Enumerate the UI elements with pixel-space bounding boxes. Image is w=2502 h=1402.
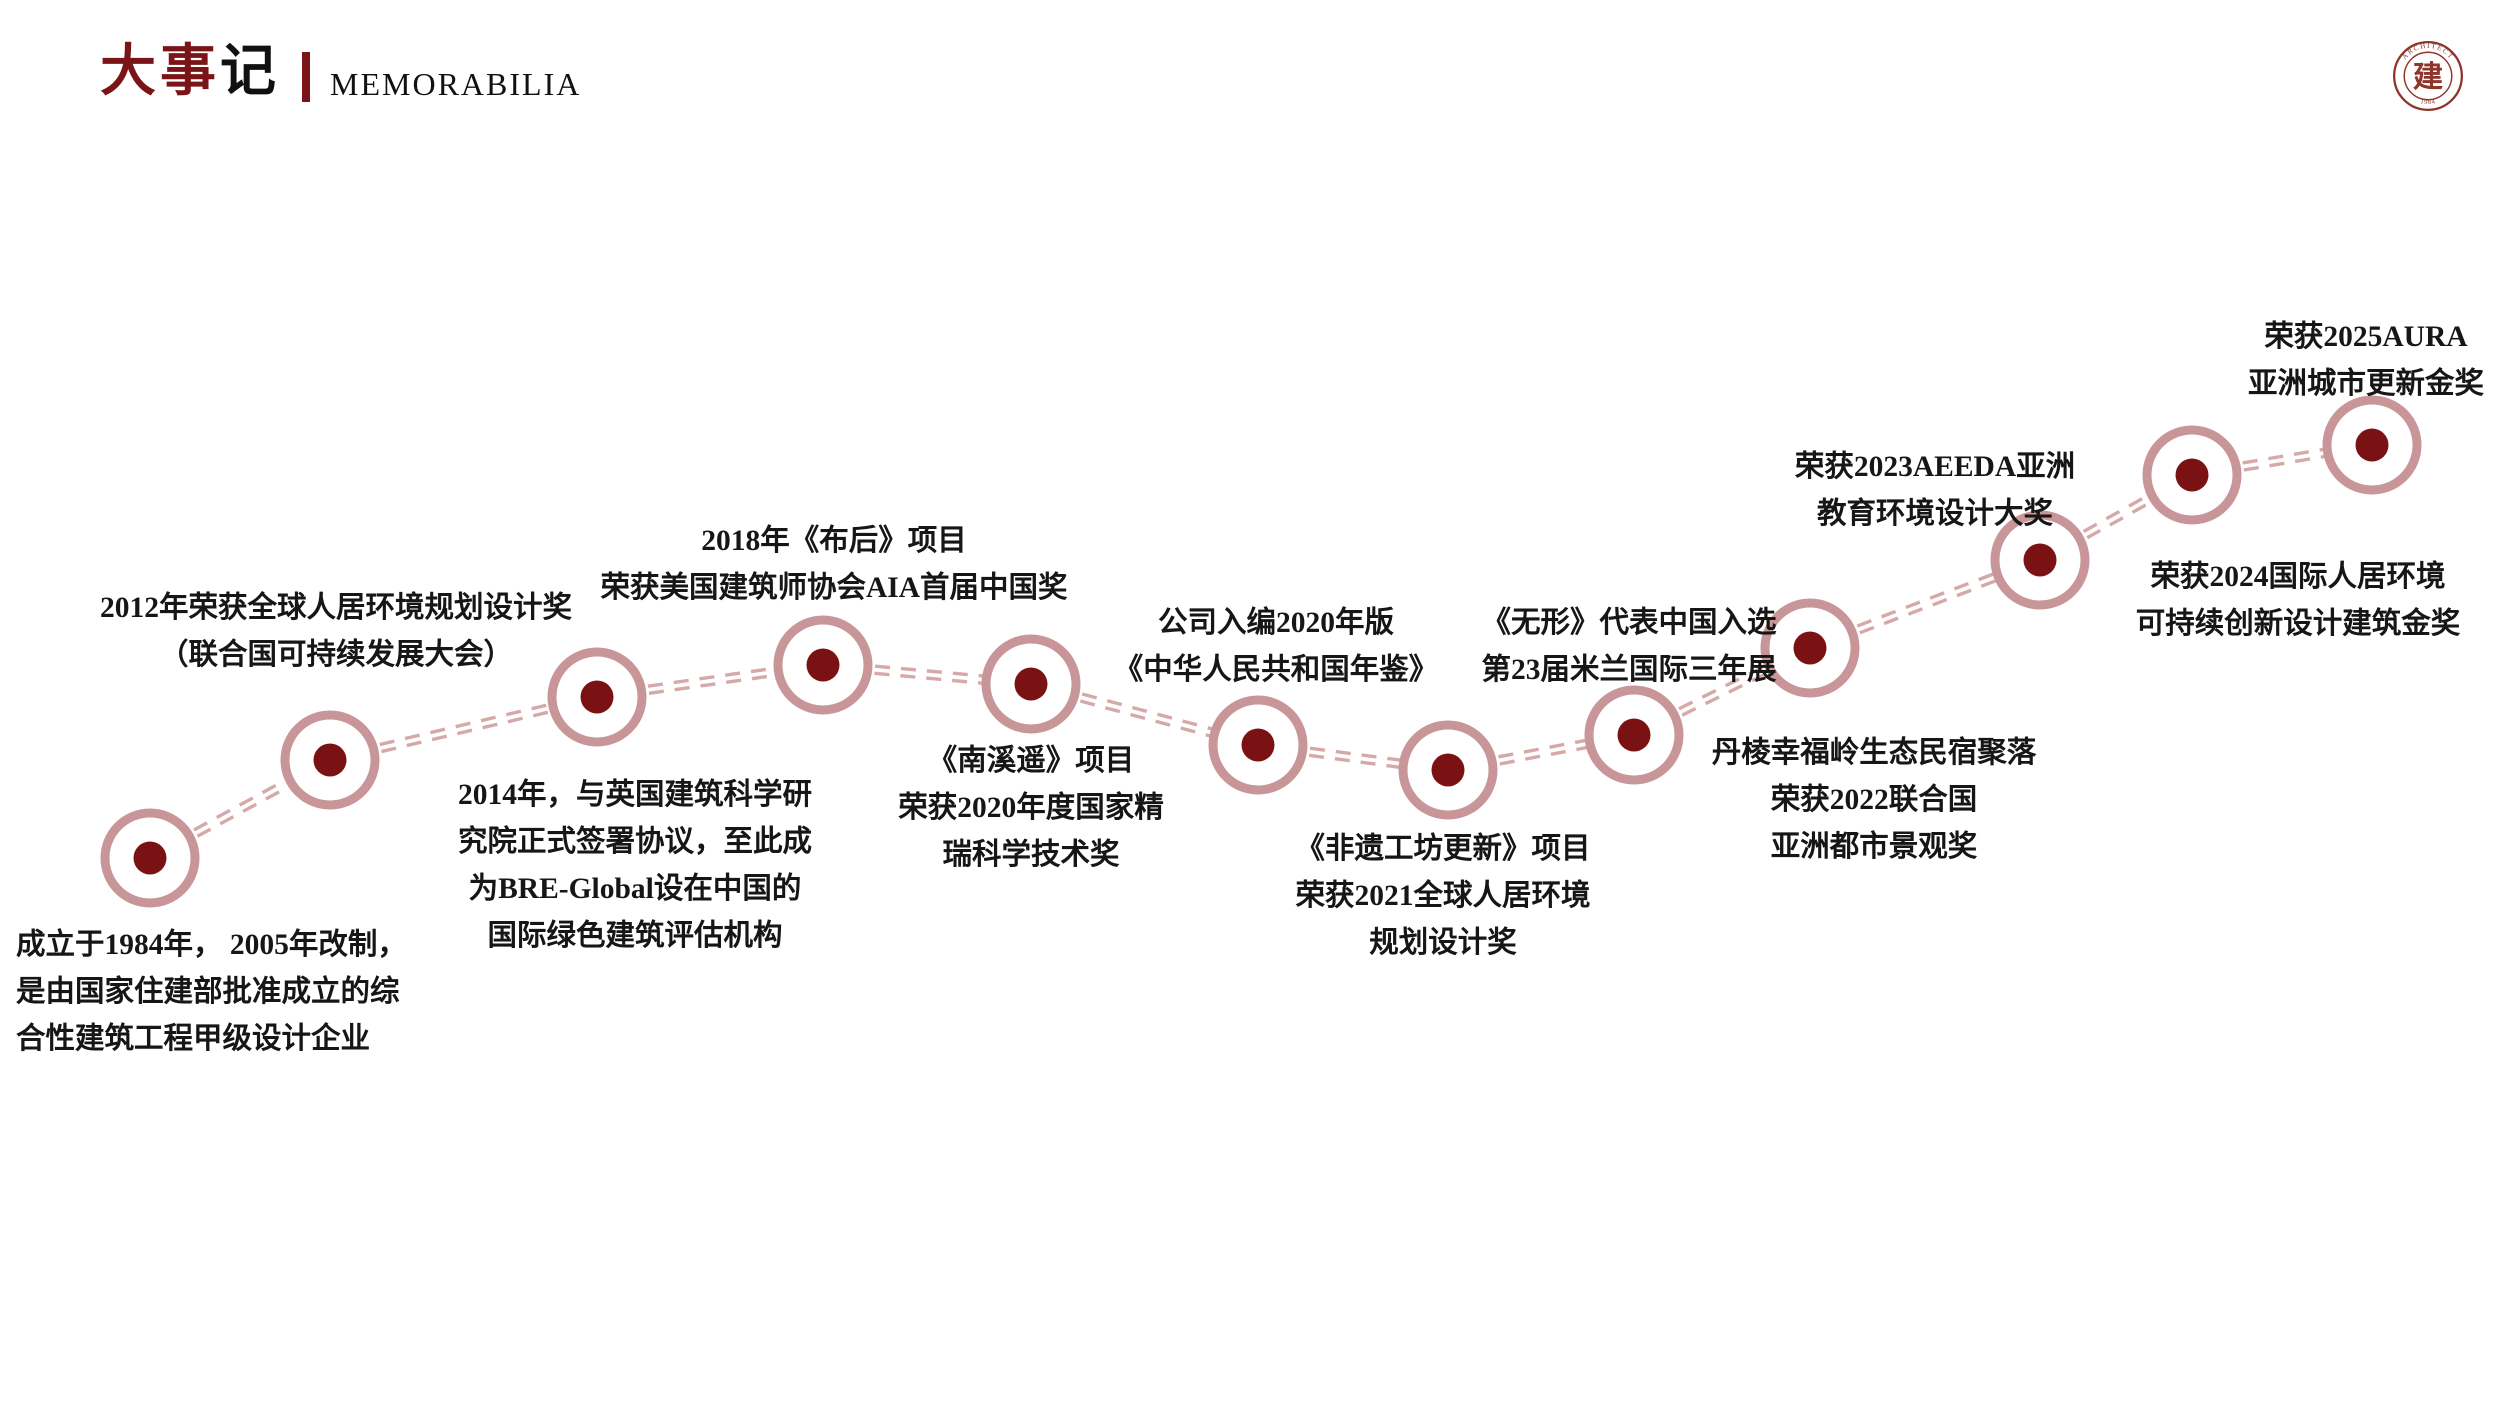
label-line: 亚洲都市景观奖 [1770, 831, 1978, 863]
node-label-12: 荣获2025AURA 亚洲城市更新金奖 [2248, 314, 2484, 408]
page-title: 大事记 [100, 44, 280, 100]
timeline-node-9 [1760, 598, 1860, 698]
timeline-node-10 [1990, 510, 2090, 610]
node-dot [580, 680, 614, 714]
node-dot [1617, 718, 1651, 752]
label-line: 国际绿色建筑评估机构 [487, 920, 783, 952]
label-line: 2018年《布后》项目 [701, 525, 967, 557]
timeline-node-4 [773, 615, 873, 715]
page-title-black: 记 [220, 41, 280, 103]
node-label-4: 2018年《布后》项目荣获美国建筑师协会AIA首届中国奖 [600, 518, 1067, 612]
label-line: 《非遗工坊更新》项目 [1295, 833, 1591, 865]
page-title-red: 大事 [100, 41, 220, 103]
logo-year-text: 1984 [2420, 98, 2437, 106]
timeline-connector [328, 691, 597, 759]
node-label-7: 《非遗工坊更新》项目荣获2021全球人居环境规划设计奖 [1295, 826, 1590, 967]
label-line: 瑞科学技术奖 [942, 839, 1120, 871]
label-line: 是由国家住建部批准成立的综 [16, 976, 400, 1008]
label-line: 规划设计奖 [1369, 927, 1517, 959]
label-line: 2012年荣获全球人居环境规划设计奖 [99, 592, 573, 624]
node-dot [1431, 753, 1465, 787]
node-label-5: 《南溪遥》项目荣获2020年度国家精瑞科学技术奖 [898, 738, 1164, 879]
label-line: 亚洲城市更新金奖 [2247, 368, 2485, 400]
node-label-11: 荣获2024国际人居环境可持续创新设计建筑金奖 [2136, 554, 2461, 648]
label-line: 荣获2023AEEDA亚洲 [1794, 451, 2076, 483]
node-label-9: 丹棱幸福岭生态民宿聚落荣获2022联合国亚洲都市景观奖 [1712, 730, 2037, 871]
node-label-10: 荣获2023AEEDA亚洲教育环境设计大奖 [1795, 444, 2075, 538]
label-line: 2014年，与英国建筑科学研 [457, 779, 813, 811]
label-line: 《无形》代表中国入选 [1481, 607, 1777, 639]
label-line: 《南溪遥》项目 [927, 745, 1135, 777]
node-dot [2355, 428, 2389, 462]
node-label-6: 公司入编2020年版《中华人民共和国年鉴》 [1114, 600, 1439, 694]
node-dot [1241, 728, 1275, 762]
label-line: 荣获2021全球人居环境 [1295, 880, 1591, 912]
label-line: 《中华人民共和国年鉴》 [1113, 654, 1439, 686]
node-label-3: 2014年，与英国建筑科学研究院正式签署协议，至此成为BRE-Global设在中… [458, 772, 812, 960]
label-line: 合性建筑工程甲级设计企业 [16, 1023, 371, 1055]
label-line: 丹棱幸福岭生态民宿聚落 [1711, 737, 2037, 769]
title-divider [302, 52, 310, 102]
label-line: 荣获2022联合国 [1770, 784, 1978, 816]
node-dot [2023, 543, 2057, 577]
label-line: 荣获美国建筑师协会AIA首届中国奖 [600, 572, 1068, 604]
node-dot [1014, 667, 1048, 701]
page-subtitle: MEMORABILIA [330, 66, 582, 102]
label-line: 荣获2024国际人居环境 [2150, 561, 2446, 593]
timeline-node-7 [1398, 720, 1498, 820]
label-line: 荣获2025AURA [2264, 321, 2468, 353]
timeline-node-6 [1208, 695, 1308, 795]
node-label-8: 《无形》代表中国入选第23届米兰国际三年展 [1481, 600, 1776, 694]
timeline-connector [330, 698, 599, 766]
timeline-node-8 [1584, 685, 1684, 785]
node-dot [1793, 631, 1827, 665]
label-line: 究院正式签署协议，至此成 [457, 826, 813, 858]
timeline-node-2 [280, 710, 380, 810]
label-line: 公司入编2020年版 [1157, 607, 1395, 639]
timeline-node-12 [2322, 395, 2422, 495]
timeline-node-3 [547, 647, 647, 747]
timeline-node-1 [100, 808, 200, 908]
node-dot [133, 841, 167, 875]
node-label-2: 2012年荣获全球人居环境规划设计奖 （联合国可持续发展大会） [100, 585, 572, 679]
logo-inner-ring [2403, 51, 2453, 101]
node-dot [806, 648, 840, 682]
label-line: 为BRE-Global设在中国的 [468, 873, 802, 905]
label-line: 可持续创新设计建筑金奖 [2135, 608, 2461, 640]
timeline-node-11 [2142, 425, 2242, 525]
logo-glyph: 建 [2413, 60, 2444, 94]
label-line: （联合国可持续发展大会） [158, 639, 514, 671]
company-seal-logo: ARCHITECT 1984 建 [2393, 41, 2463, 111]
timeline-node-5 [981, 634, 1081, 734]
label-line: 荣获2020年度国家精 [898, 792, 1164, 824]
logo-outer-ring [2393, 41, 2463, 111]
label-line: 成立于1984年， 2005年改制， [16, 929, 407, 961]
node-dot [313, 743, 347, 777]
node-label-1: 成立于1984年， 2005年改制， 是由国家住建部批准成立的综合性建筑工程甲级设… [16, 922, 407, 1063]
node-dot [2175, 458, 2209, 492]
label-line: 第23届米兰国际三年展 [1481, 654, 1777, 686]
label-line: 教育环境设计大奖 [1816, 498, 2054, 530]
